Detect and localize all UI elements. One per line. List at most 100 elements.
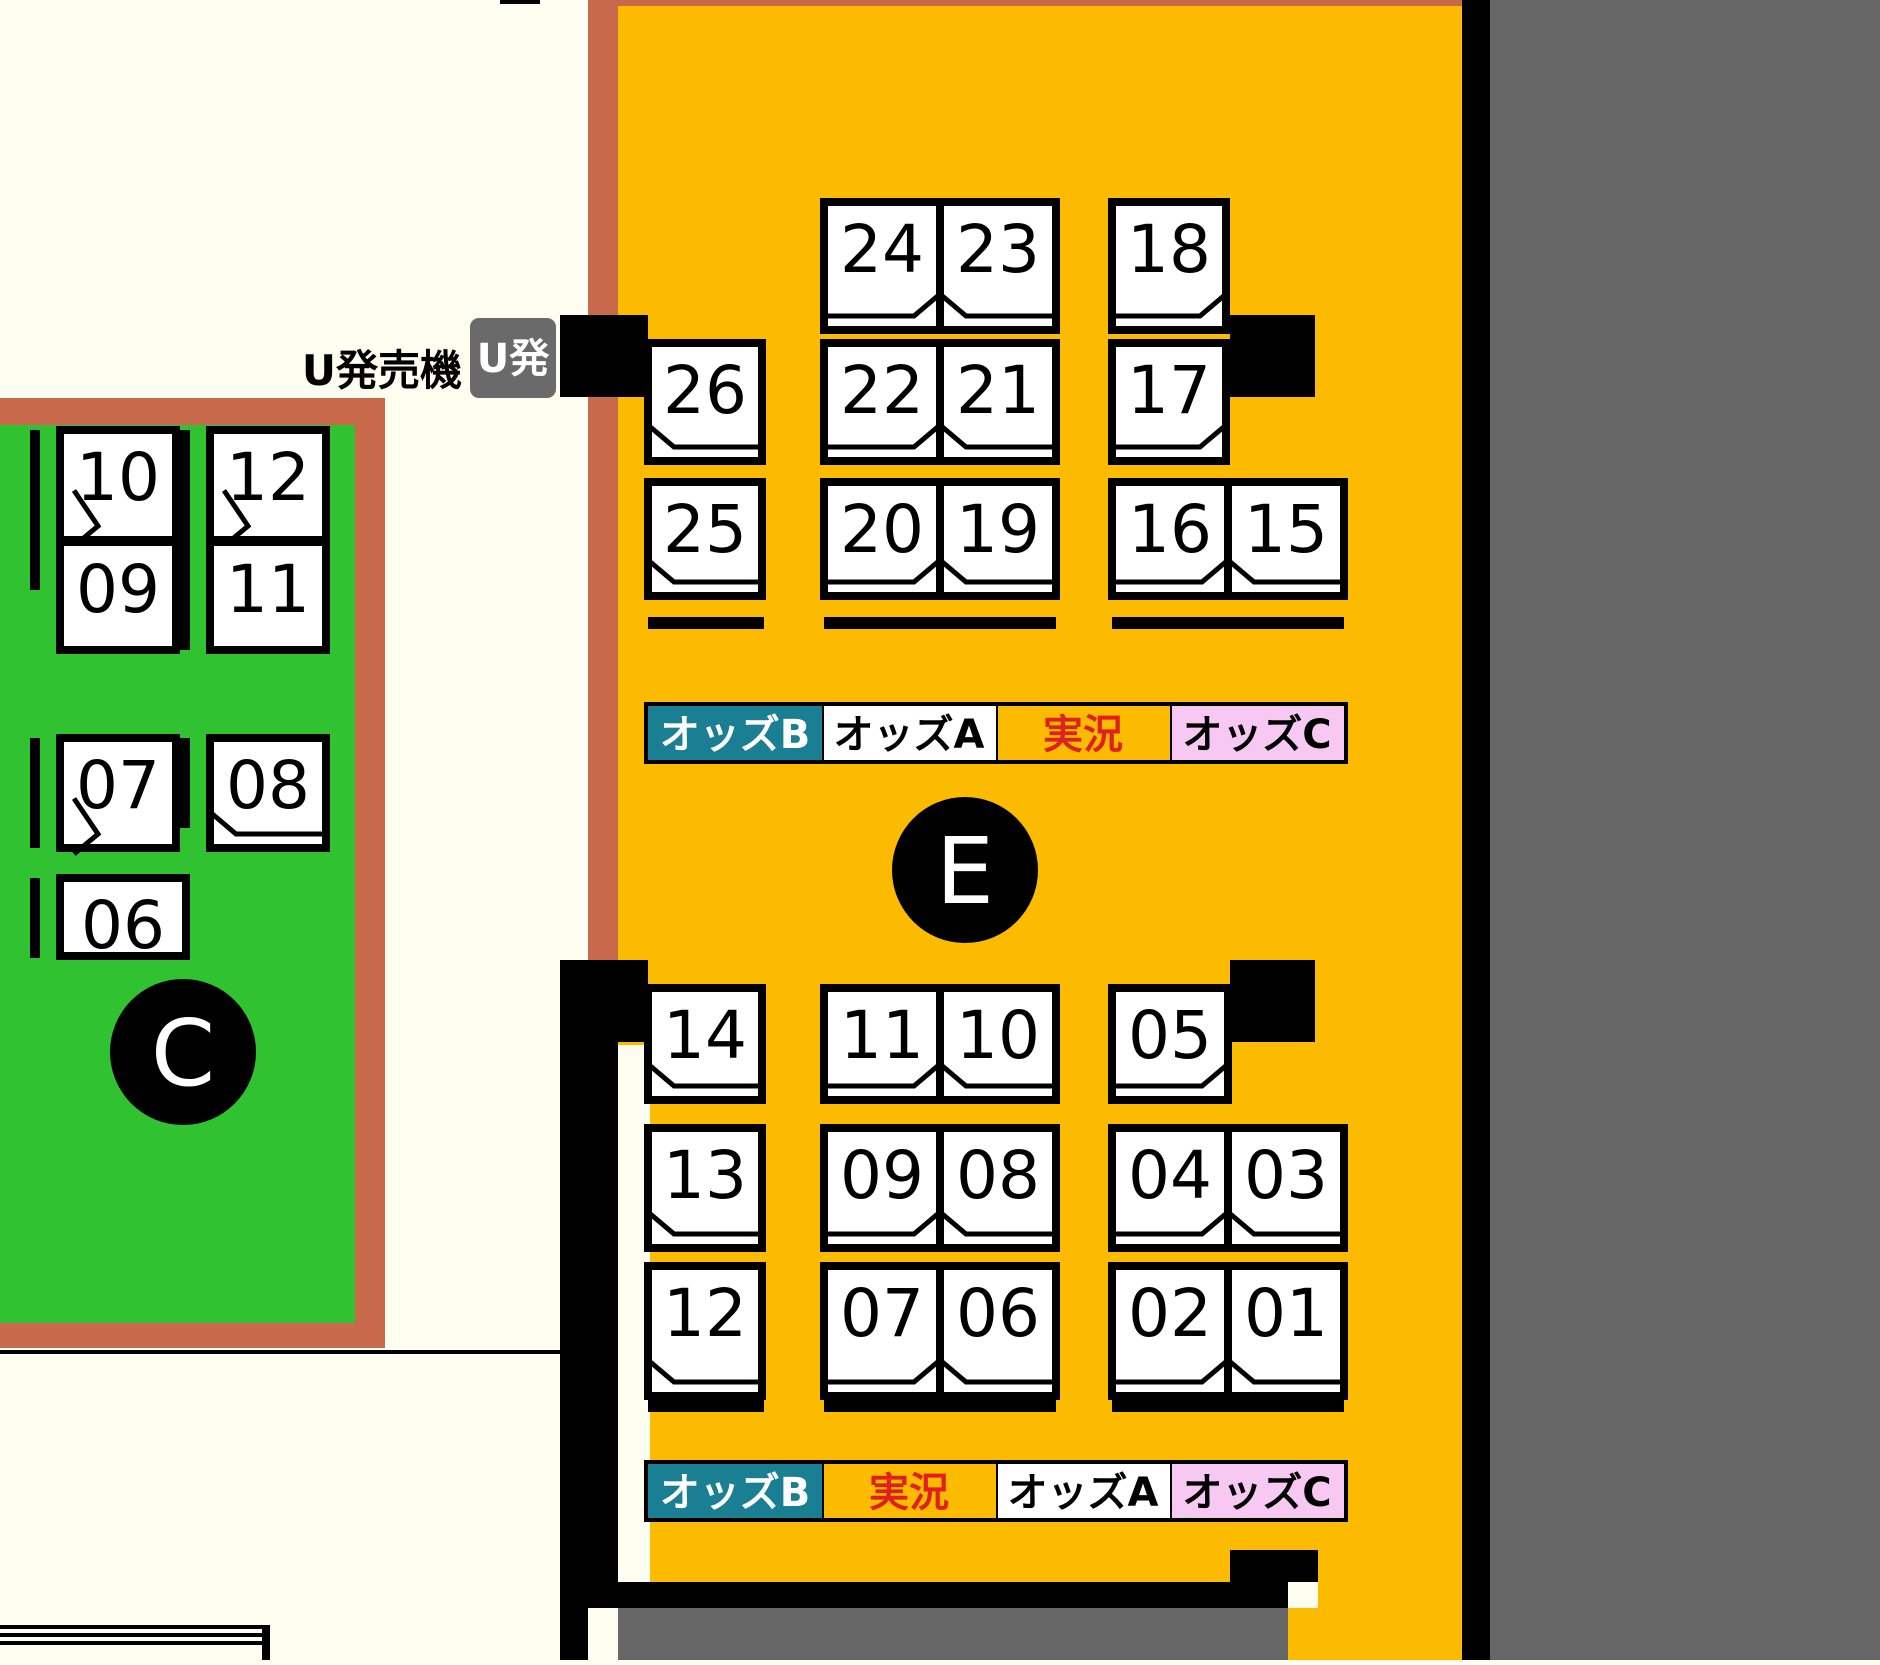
- counter-15[interactable]: 15: [1224, 478, 1348, 600]
- zone-c-label: C: [151, 1000, 215, 1107]
- counter-number: 11: [840, 997, 924, 1074]
- counter-number: 20: [840, 491, 924, 568]
- counter-number: 08: [956, 1137, 1040, 1214]
- counter-shelf: [1112, 1400, 1344, 1412]
- counter-number: 16: [1128, 491, 1212, 568]
- counter-12[interactable]: 12: [206, 426, 330, 548]
- counter-number: 26: [663, 352, 747, 429]
- u-machine-icon[interactable]: U発: [470, 318, 556, 398]
- counter-26[interactable]: 26: [644, 339, 766, 465]
- counter-11[interactable]: 11: [206, 538, 330, 654]
- monitor-label: オッズC: [1182, 712, 1331, 758]
- counter-number: 17: [1127, 352, 1211, 429]
- monitor-upper-3: オッズC: [1172, 706, 1344, 760]
- counter-07[interactable]: 07: [820, 1262, 944, 1400]
- counter-number: 12: [226, 439, 310, 516]
- counter-number: 09: [840, 1137, 924, 1214]
- counter-14[interactable]: 14: [644, 984, 766, 1104]
- counter-04[interactable]: 04: [1108, 1124, 1232, 1252]
- counter-23[interactable]: 23: [936, 198, 1060, 334]
- counter-06[interactable]: 06: [936, 1262, 1060, 1400]
- counter-shelf: [648, 1400, 764, 1412]
- zone-e-label: E: [936, 818, 994, 925]
- counter-number: 24: [840, 211, 924, 288]
- zone-e-wall: [588, 0, 620, 970]
- counter-10[interactable]: 10: [936, 984, 1060, 1104]
- counter-number: 14: [663, 997, 747, 1074]
- counter-number: 13: [663, 1137, 747, 1214]
- counter-number: 10: [956, 997, 1040, 1074]
- monitor-lower-2: オッズA: [998, 1464, 1170, 1518]
- counter-01[interactable]: 01: [1224, 1262, 1348, 1400]
- counter-25[interactable]: 25: [644, 478, 766, 600]
- counter-number: 15: [1244, 491, 1328, 568]
- counter-number: 22: [840, 352, 924, 429]
- counter-number: 18: [1127, 211, 1211, 288]
- counter-number: 09: [76, 551, 160, 628]
- pillar: [1230, 315, 1315, 397]
- counter-shelf: [824, 1400, 1056, 1412]
- monitor-label: オッズA: [834, 712, 985, 758]
- counter-19[interactable]: 19: [936, 478, 1060, 600]
- counter-number: 06: [81, 887, 165, 964]
- counter-shelf: [824, 617, 1056, 629]
- monitor-lower-0: オッズB: [648, 1464, 822, 1518]
- counter-number: 19: [956, 491, 1040, 568]
- monitor-lower-1: 実況: [824, 1464, 996, 1518]
- zone-c-marker: [110, 979, 256, 1125]
- counter-20[interactable]: 20: [820, 478, 944, 600]
- counter-21[interactable]: 21: [936, 339, 1060, 465]
- counter-03[interactable]: 03: [1224, 1124, 1348, 1252]
- counter-number: 25: [663, 491, 747, 568]
- counter-16[interactable]: 16: [1108, 478, 1232, 600]
- pillar: [1230, 960, 1315, 1042]
- monitor-lower-3: オッズC: [1172, 1464, 1344, 1518]
- counter-number: 21: [956, 352, 1040, 429]
- counter-11[interactable]: 11: [820, 984, 944, 1104]
- outside-area-right: [1490, 0, 1880, 1660]
- counter-09[interactable]: 09: [820, 1124, 944, 1252]
- counter-number: 11: [226, 551, 310, 628]
- counter-05[interactable]: 05: [1108, 984, 1232, 1104]
- counter-09[interactable]: 09: [56, 538, 180, 654]
- counter-08[interactable]: 08: [206, 734, 330, 852]
- counter-12[interactable]: 12: [644, 1262, 766, 1400]
- monitor-upper-1: オッズA: [824, 706, 996, 760]
- counter-number: 05: [1128, 997, 1212, 1074]
- pillar: [560, 315, 648, 397]
- betting-counters: 24 23 18 26 22 21 17 25 20 19 16 15 14 11 10 05 13 09 08 04…: [30, 198, 1348, 1412]
- monitor-label: オッズB: [660, 712, 811, 758]
- monitor-upper-2: 実況: [998, 706, 1170, 760]
- counter-22[interactable]: 22: [820, 339, 944, 465]
- counter-06[interactable]: 06: [56, 874, 190, 964]
- monitor-upper-0: オッズB: [648, 706, 822, 760]
- counter-number: 02: [1128, 1275, 1212, 1352]
- monitor-label: オッズC: [1182, 1470, 1331, 1516]
- counter-number: 03: [1244, 1137, 1328, 1214]
- counter-02[interactable]: 02: [1108, 1262, 1232, 1400]
- monitor-label: オッズA: [1008, 1470, 1159, 1516]
- u-machine-label: U発売機: [302, 346, 462, 395]
- counter-10[interactable]: 10: [56, 426, 180, 548]
- counter-number: 07: [76, 747, 160, 824]
- u-machine-badge: U発: [477, 336, 550, 382]
- monitor-label: オッズB: [660, 1470, 811, 1516]
- counter-18[interactable]: 18: [1108, 198, 1230, 334]
- counter-number: 23: [956, 211, 1040, 288]
- counter-number: 10: [76, 439, 160, 516]
- counter-number: 07: [840, 1275, 924, 1352]
- outside-area-bottom: [618, 1608, 1288, 1660]
- counter-shelf: [1112, 617, 1344, 629]
- counter-24[interactable]: 24: [820, 198, 944, 334]
- counter-08[interactable]: 08: [936, 1124, 1060, 1252]
- counter-number: 04: [1128, 1137, 1212, 1214]
- monitor-label: 実況: [869, 1470, 949, 1516]
- counter-number: 08: [226, 747, 310, 824]
- counter-number: 01: [1244, 1275, 1328, 1352]
- counter-13[interactable]: 13: [644, 1124, 766, 1252]
- counter-shelf: [648, 617, 764, 629]
- counter-17[interactable]: 17: [1108, 339, 1230, 465]
- counter-07[interactable]: 07: [56, 734, 180, 856]
